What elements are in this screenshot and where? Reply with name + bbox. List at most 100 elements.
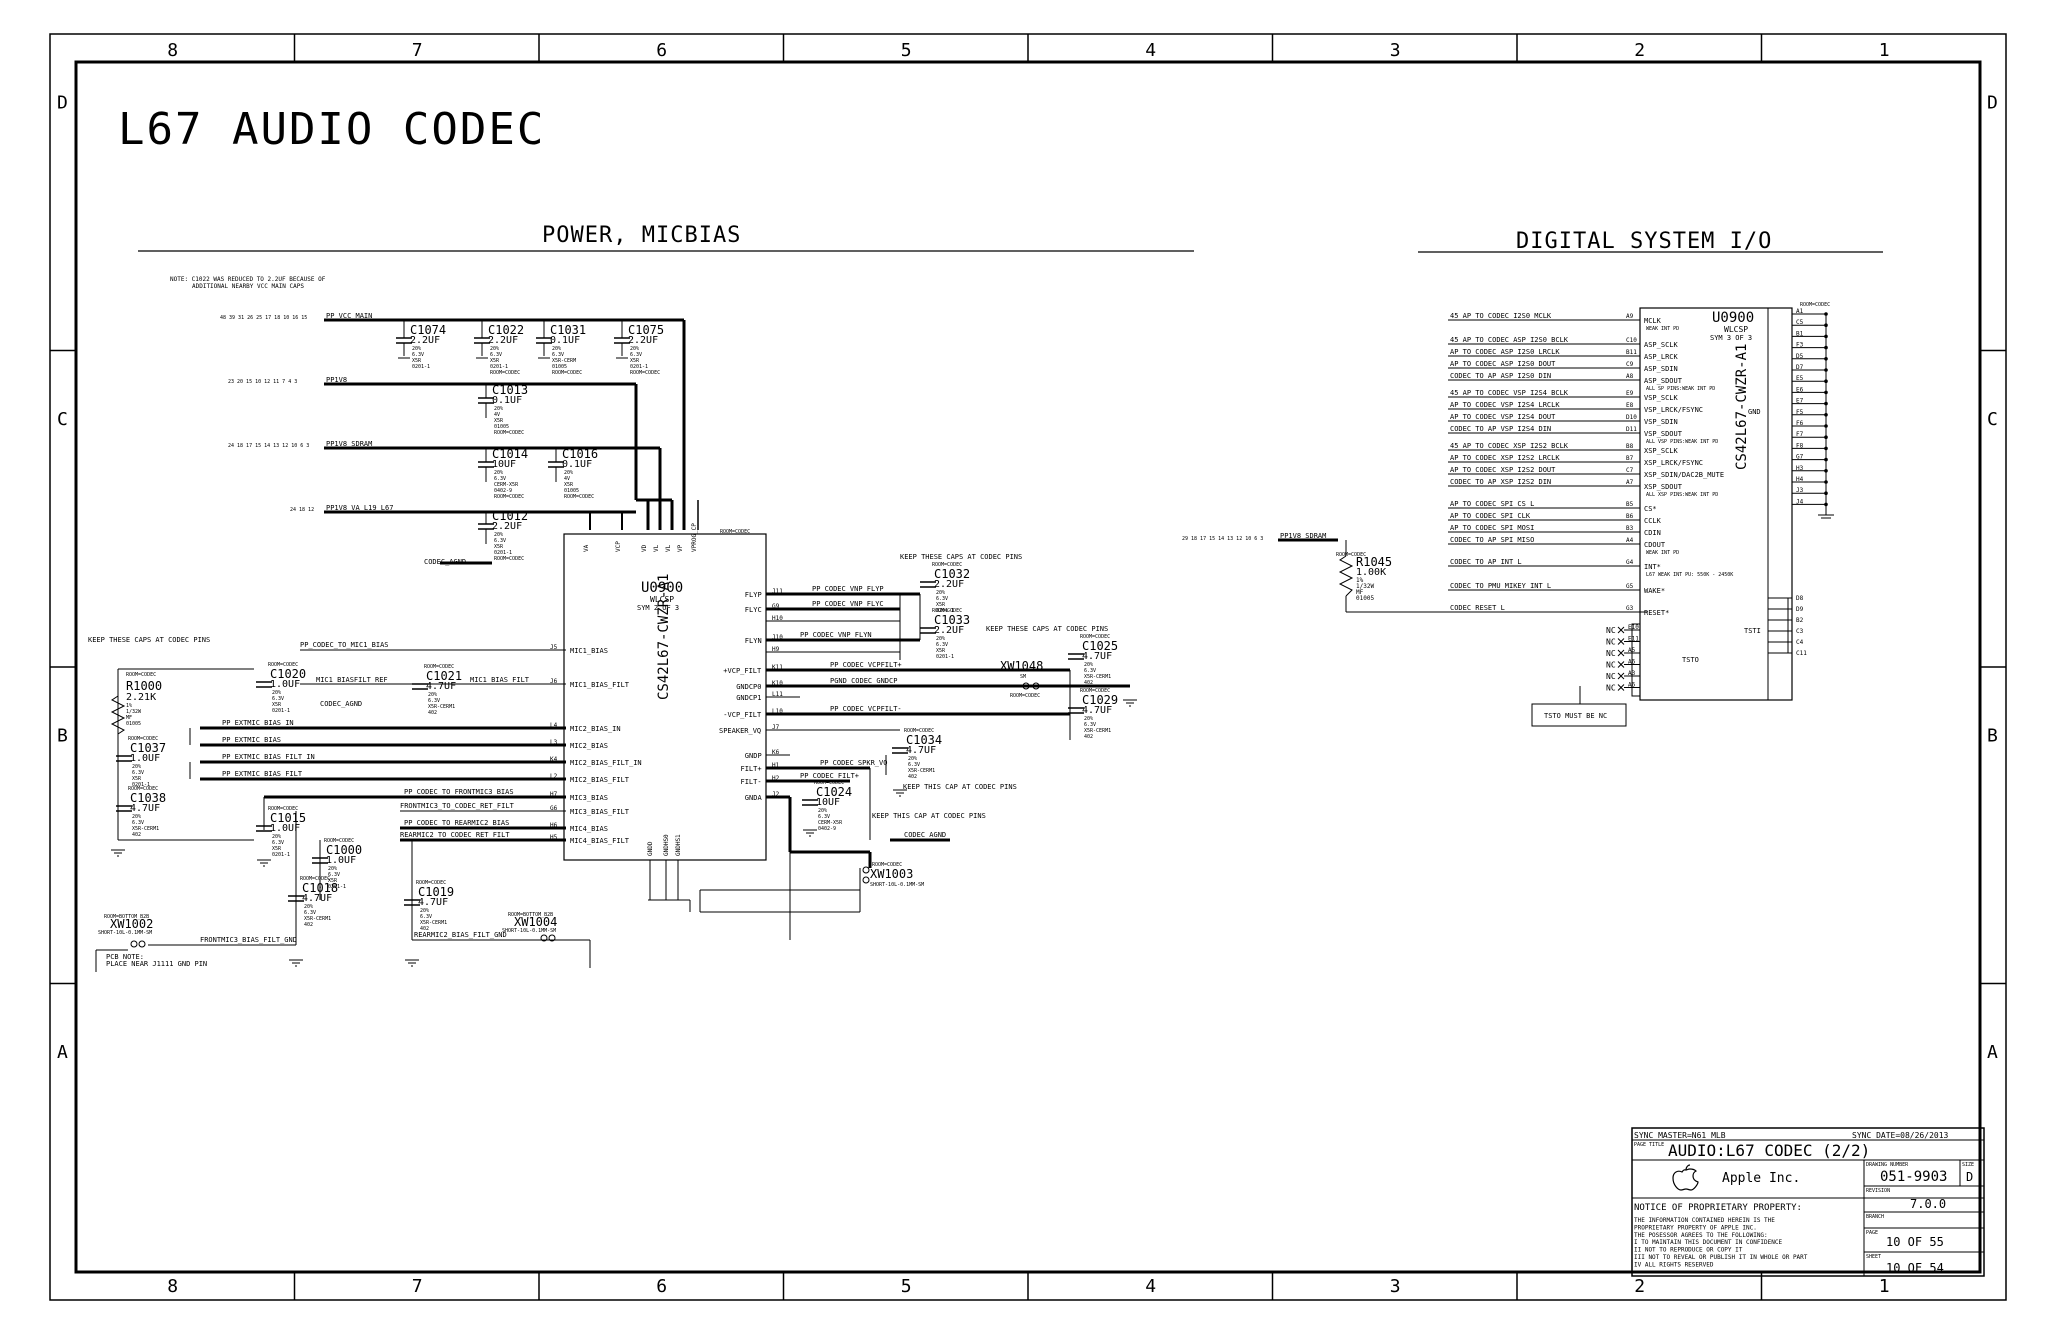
digital-net-label: 45_AP_TO_CODEC_ASP_I2S0_BCLK [1450,336,1569,344]
u0900-digital-tsto: TSTO [1682,656,1699,664]
u0900-power-left-pin-name: MIC3_BIAS_FILT [570,808,630,816]
cap-detail: ROOM=CODEC [552,370,582,376]
zone-col-top: 6 [656,40,667,61]
cap-room: ROOM=CODEC [424,664,454,670]
nc-label: NC [1606,684,1616,693]
nc-label: NC [1606,661,1616,670]
net-label: PP_EXTMIC_BIAS_IN [222,719,294,727]
cap-detail: 4V [494,412,500,418]
net-label: MIC1_BIASFILT_REF [316,676,388,684]
digital-net-label: CODEC_RESET_L [1450,604,1505,612]
cap-ref: C1025 [1082,639,1118,653]
short-value: SHORT-10L-0.1MM-SM [870,882,924,888]
digital-pin-ball: C10 [1626,337,1637,344]
resistor-room: ROOM=CODEC [126,672,156,678]
net-label: PP_EXTMIC_BIAS_FILT [222,770,303,778]
digital-net-label: AP_TO_CODEC_VSP_I2S4_LRCLK [1450,401,1560,409]
digital-pin-name: VSP_SDOUT [1644,430,1683,438]
zone-row-right: C [1987,409,1998,430]
digital-pin-ball: A7 [1626,479,1634,486]
rail-r1045-nums: 29 18 17 15 14 13 12 10 6 3 [1182,536,1263,542]
digital-net-label: CODEC_TO_AP_XSP_I2S2_DIN [1450,478,1551,486]
note-c1022-line1: NOTE: C1022 WAS REDUCED TO 2.2UF BECAUSE… [170,276,326,283]
cap-ref: C1013 [492,383,528,397]
net-label: PGND_CODEC_GNDCP [830,677,897,685]
digital-pin-ball: A9 [1626,313,1634,320]
left-passive-parts: ROOM=CODECR10002.21K1%1/32WMF01005C10201… [98,662,557,967]
digital-pin-ball: G3 [1626,605,1634,612]
cap-detail: X5R [412,358,422,364]
resistor-ref: R1000 [126,679,162,693]
power-rails [324,318,699,565]
cap-room: ROOM=CODEC [128,736,158,742]
digital-pin-ball: C7 [1626,467,1634,474]
net-label: MIC1_BIAS_FILT [470,676,530,684]
cap-room: ROOM=CODEC [300,876,330,882]
zone-col-bottom: 7 [412,1276,423,1297]
digital-pin-name: CDIN [1644,529,1661,537]
digital-pin-ball: D10 [1626,414,1637,421]
tsto-note: TSTO MUST BE NC [1544,712,1607,720]
cap-ref: C1015 [270,811,306,825]
notice-line: THE INFORMATION CONTAINED HEREIN IS THE [1634,1217,1775,1224]
cap-value: 2.2UF [934,579,964,590]
u0900-power-right-pin-name: FLYP [745,591,762,599]
notice-line: I TO MAINTAIN THIS DOCUMENT IN CONFIDENC… [1634,1239,1782,1246]
net-label: PP_CODEC_VNP_FLYC [812,600,884,608]
tsti-ball: D9 [1796,606,1804,613]
u0900-power-right-pin-ball: H9 [772,646,780,653]
u0900-power-right-pin-name: FLYN [745,637,762,645]
charge-pump-wiring [699,592,1130,940]
zone-col-top: 5 [901,40,912,61]
tsti-ball: B2 [1796,617,1804,624]
nc-label: NC [1606,649,1616,658]
cap-detail: 6.3V [272,840,284,846]
rail-pp1v8-sdram-nums: 24 18 17 15 14 13 12 10 6 3 [228,443,309,449]
tb-drawing-number-label: DRAWING NUMBER [1866,1162,1909,1168]
u0900-power-right-pin-name: FLYC [745,606,762,614]
cap-detail: X5R [936,602,946,608]
notice-line: III NOT TO REVEAL OR PUBLISH IT IN WHOLE… [1634,1254,1808,1261]
cap-ref: C1033 [934,613,970,627]
u0900-digital-room: ROOM=CODEC [1800,302,1830,308]
u0900-power-sub: WLCSP [650,595,674,604]
net-label: FRONTMIC3_BIAS_FILT_GND [200,936,297,944]
u0900-power-left-pin-ball: L4 [550,722,558,729]
nc-label: NC [1606,638,1616,647]
cap-detail: X5R [272,846,282,852]
gnd-ball: F8 [1796,442,1804,449]
short-value: SM [1020,674,1026,680]
u0900-digital-sym: SYM 3 OF 3 [1710,334,1752,342]
decoupling-caps-mid: C10130.1UF20%4VX5R01005ROOM=CODECC101410… [478,383,598,562]
cap-detail: X5R-CERM1 [908,768,935,774]
gnd-ball: F6 [1796,420,1804,427]
cap-value: 10UF [492,459,516,470]
net-label: PP_CODEC_VNP_FLYN [800,631,872,639]
zone-col-bottom: 1 [1879,1276,1890,1297]
u0900-power-left-pins: MIC1_BIASJ5MIC1_BIAS_FILTJ6MIC2_BIAS_INL… [550,644,642,845]
digital-net-label: CODEC_TO_AP_INT_L [1450,558,1522,566]
notice-line: PROPRIETARY PROPERTY OF APPLE INC. [1634,1224,1757,1231]
cap-detail: 20% [630,346,639,352]
tb-page: 10 OF 55 [1886,1235,1944,1249]
zone-col-top: 1 [1879,40,1890,61]
cap-detail: X5R-CERM [552,358,576,364]
tb-company: Apple Inc. [1722,1171,1800,1186]
cap-detail: ROOM=CODEC [494,494,524,500]
u0900-power-left-pin-ball: G6 [550,805,558,812]
digital-pin-name: ASP_SDOUT [1644,377,1683,385]
tb-branch-label: BRANCH [1866,1214,1884,1220]
cap-detail: 0201-1 [494,550,512,556]
cap-detail: 0201-1 [132,782,150,788]
cap-detail: 6.3V [304,910,316,916]
digital-pin-ball: B6 [1626,513,1634,520]
cap-detail: 0201-1 [272,708,290,714]
tb-sync-master: SYNC_MASTER=N61_MLB [1634,1131,1726,1140]
u0900-digital-ref: U0900 [1712,310,1754,326]
